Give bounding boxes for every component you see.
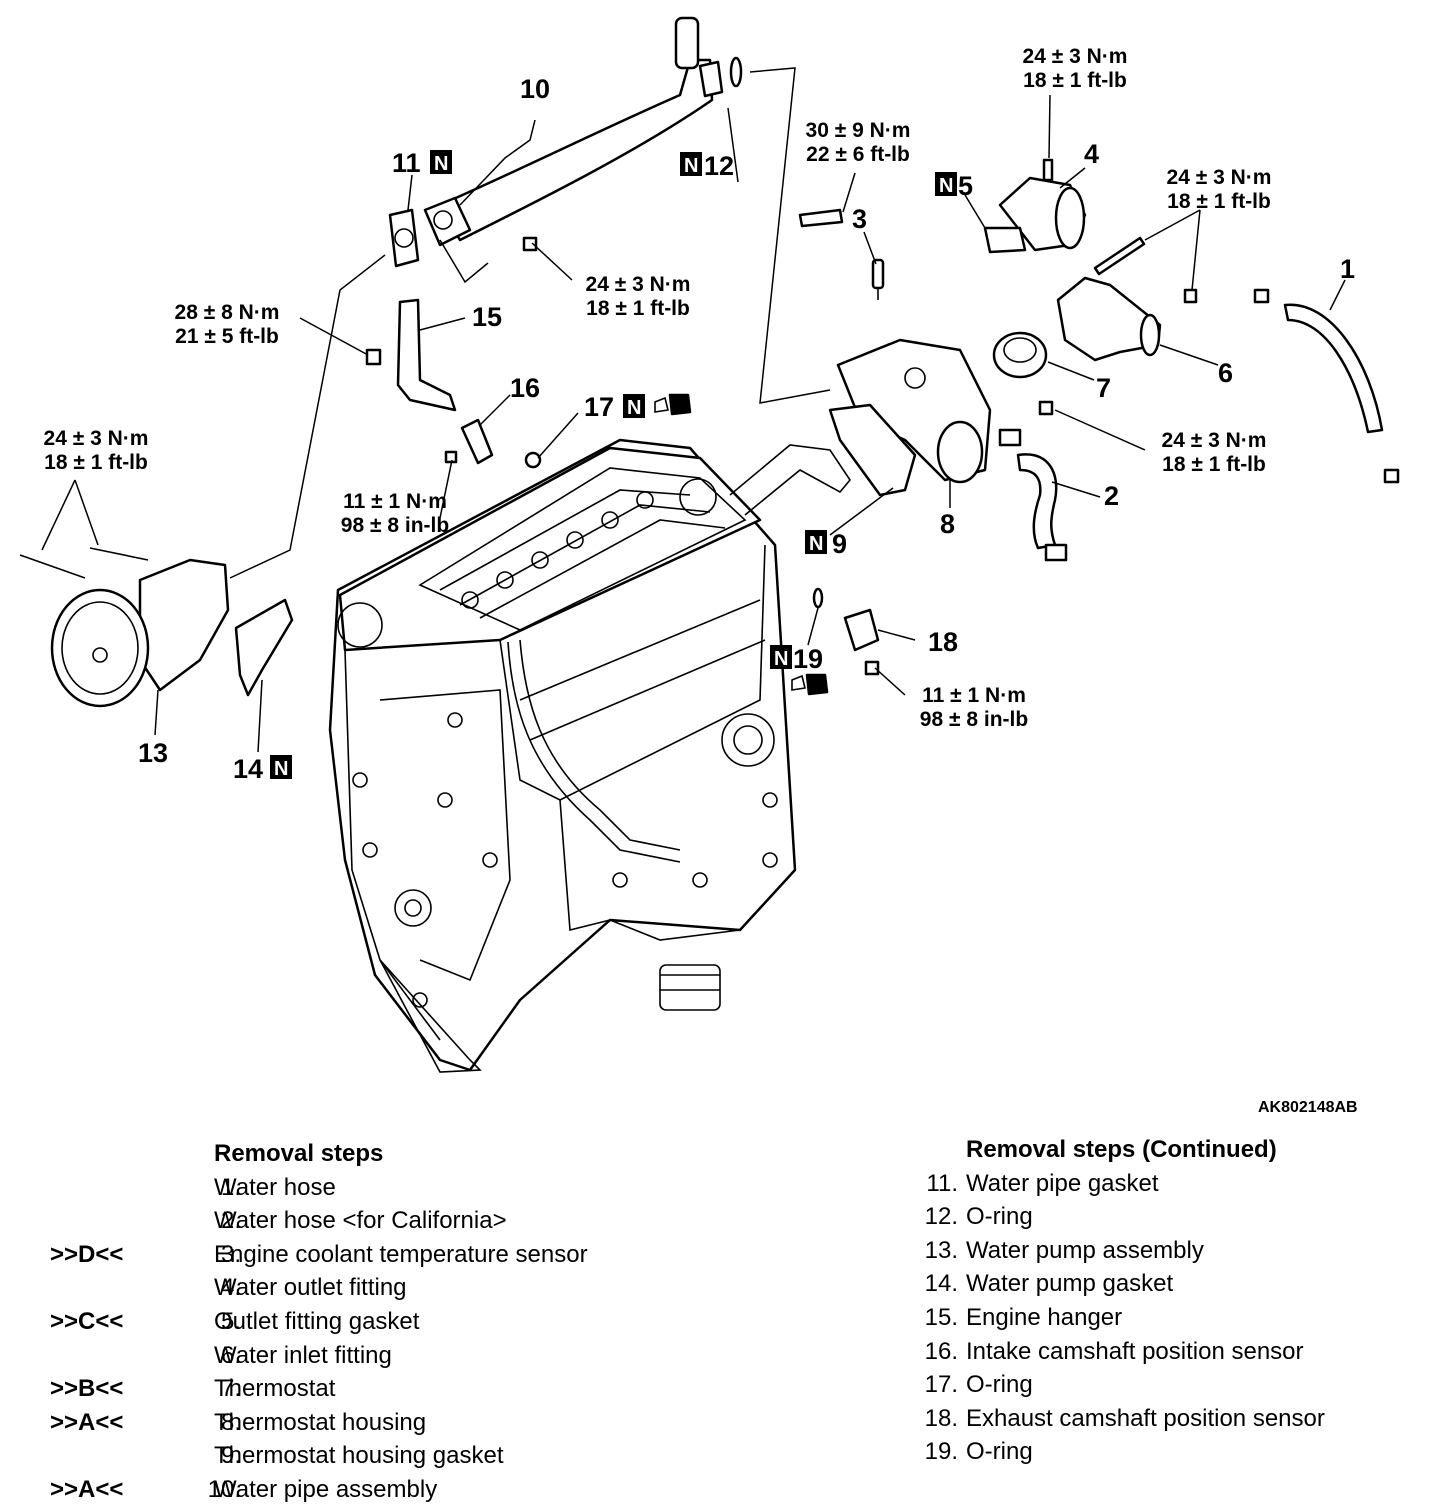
list-item: >>A<<10.Water pipe assembly — [50, 1475, 438, 1503]
torque-housing-nm: 24 ± 3 N·m — [1162, 429, 1267, 452]
callout-9: 9 — [832, 529, 847, 559]
callout-15: 15 — [472, 302, 502, 332]
callout-17: 17 — [584, 392, 614, 422]
torque-sensor3-nm: 30 ± 9 N·m — [806, 119, 911, 142]
list-item: 15.Engine hanger — [924, 1303, 1123, 1331]
torque-inlet-nm: 24 ± 3 N·m — [1167, 166, 1272, 189]
removal-steps-title: Removal steps — [214, 1140, 384, 1167]
svg-text:N: N — [684, 155, 698, 177]
callout-1: 1 — [1340, 254, 1355, 284]
torque-inlet-ftlb: 18 ± 1 ft-lb — [1167, 190, 1271, 213]
callout-18: 18 — [928, 627, 958, 657]
callout-3: 3 — [852, 204, 867, 234]
list-item: >>A<<8.Thermostat housing — [50, 1408, 427, 1436]
list-item: 13.Water pump assembly — [924, 1236, 1204, 1264]
bolts — [365, 158, 1400, 676]
water-pump-gasket — [234, 598, 294, 697]
list-item: >>B<<7.Thermostat — [50, 1375, 336, 1403]
list-item: 16.Intake camshaft position sensor — [924, 1337, 1304, 1365]
torque-sensor3-ftlb: 22 ± 6 ft-lb — [806, 143, 910, 166]
torque-sensor18-inlb: 98 ± 8 in-lb — [920, 708, 1028, 731]
callout-2: 2 — [1104, 481, 1119, 511]
callout-14: 14 — [233, 754, 263, 784]
torque-top-right-nm: 24 ± 3 N·m — [1023, 45, 1128, 68]
callout-16: 16 — [510, 373, 540, 403]
exploded-view-diagram: N N N N N N N 1 2 3 4 5 6 7 8 9 10 11 12… — [19, 16, 1400, 1116]
list-item: 17.O-ring — [924, 1371, 1033, 1399]
callout-7: 7 — [1096, 373, 1111, 403]
svg-text:N: N — [809, 533, 823, 555]
list-item: >>D<<3.Engine coolant temperature sensor — [50, 1240, 588, 1268]
list-item: 9.Thermostat housing gasket — [214, 1442, 504, 1470]
list-item: 18.Exhaust camshaft position sensor — [924, 1404, 1325, 1432]
torque-sensor18-nm: 11 ± 1 N·m — [922, 684, 1026, 707]
engine-block — [328, 438, 851, 1073]
torque-housing-ftlb: 18 ± 1 ft-lb — [1162, 453, 1266, 476]
figure-id: AK802148AB — [1258, 1099, 1358, 1116]
torque-hanger-nm: 28 ± 8 N·m — [175, 301, 280, 324]
callout-10: 10 — [520, 74, 550, 104]
list-item: 12.O-ring — [924, 1203, 1033, 1231]
callout-5: 5 — [958, 171, 973, 201]
svg-text:N: N — [939, 175, 953, 197]
torque-specs: 24 ± 3 N·m 18 ± 1 ft-lb 30 ± 9 N·m 22 ± … — [44, 45, 1272, 731]
water-pipe-gasket — [388, 208, 420, 268]
removal-steps-continued-title: Removal steps (Continued) — [966, 1136, 1277, 1163]
torque-pump-ftlb: 18 ± 1 ft-lb — [44, 451, 148, 474]
o-ring-19 — [812, 587, 824, 609]
intake-camshaft-sensor — [460, 418, 542, 469]
callout-19: 19 — [793, 644, 823, 674]
svg-text:N: N — [274, 758, 288, 780]
torque-sensor16-inlb: 98 ± 8 in-lb — [341, 514, 449, 537]
callout-4: 4 — [1084, 139, 1099, 169]
torque-top-right-ftlb: 18 ± 1 ft-lb — [1023, 69, 1127, 92]
thermostat — [992, 331, 1048, 379]
list-item: 6.Water inlet fitting — [214, 1341, 392, 1369]
water-hose-1 — [1283, 303, 1384, 434]
new-part-markers: N N N N N N N — [270, 150, 957, 780]
callout-12: 12 — [704, 151, 734, 181]
removal-steps-continued-list: Removal steps (Continued) 11.Water pipe … — [918, 1133, 1438, 1469]
list-item: 1.Water hose — [214, 1173, 336, 1201]
water-hose-2 — [1016, 453, 1058, 550]
list-item: 2.Water hose <for California> — [214, 1207, 507, 1235]
svg-text:N: N — [627, 397, 641, 419]
list-item: 11.Water pipe gasket — [926, 1169, 1159, 1197]
water-pump-assembly — [19, 547, 230, 708]
engine-hanger — [396, 298, 457, 412]
svg-text:N: N — [774, 648, 788, 670]
svg-text:N: N — [434, 153, 448, 175]
list-item: 4.Water outlet fitting — [214, 1274, 407, 1302]
torque-pipe-nm: 24 ± 3 N·m — [586, 273, 691, 296]
o-ring-12 — [729, 56, 743, 88]
callout-6: 6 — [1218, 358, 1233, 388]
torque-hanger-ftlb: 21 ± 5 ft-lb — [175, 325, 279, 348]
callout-11: 11 — [392, 148, 421, 178]
water-pipe-assembly — [423, 16, 724, 247]
torque-pipe-ftlb: 18 ± 1 ft-lb — [586, 297, 690, 320]
list-item: 14.Water pump gasket — [924, 1270, 1174, 1298]
list-item: 19.O-ring — [924, 1438, 1033, 1466]
callout-13: 13 — [138, 738, 168, 768]
list-item: >>C<<5.Outlet fitting gasket — [50, 1307, 420, 1335]
callout-8: 8 — [940, 509, 955, 539]
exhaust-camshaft-sensor — [843, 608, 880, 652]
outlet-fitting-gasket — [983, 226, 1027, 254]
coolant-temperature-sensor — [798, 208, 885, 300]
torque-pump-nm: 24 ± 3 N·m — [44, 427, 149, 450]
torque-sensor16-nm: 11 ± 1 N·m — [343, 490, 447, 513]
thermostat-housing-gasket — [828, 403, 917, 497]
leader-lines — [41, 67, 1346, 753]
callout-numbers: 1 2 3 4 5 6 7 8 9 10 11 12 13 14 15 16 1… — [138, 74, 1355, 784]
removal-steps-list: Removal steps 1.Water hose 2.Water hose … — [50, 1137, 690, 1507]
